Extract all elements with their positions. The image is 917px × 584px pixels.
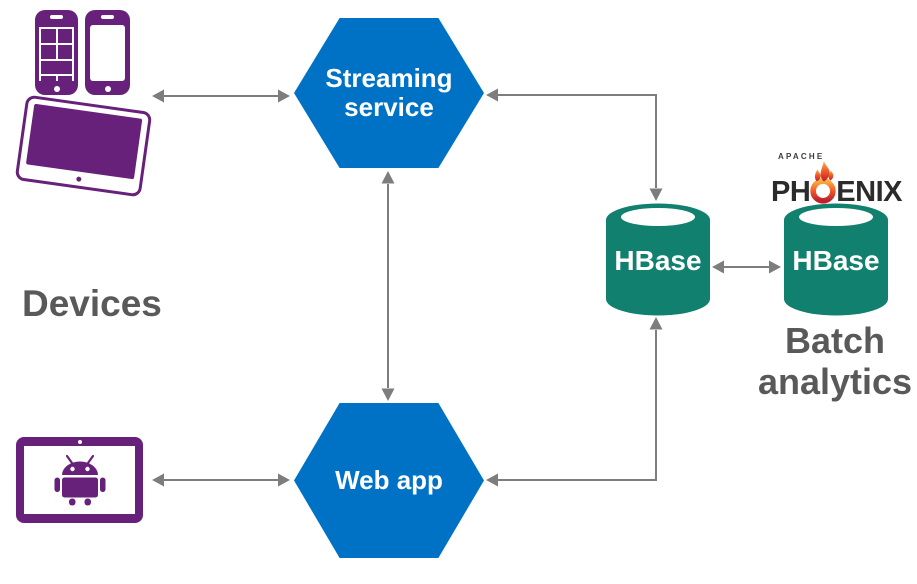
- batch-analytics-line1: Batch: [784, 320, 886, 361]
- database-cylinder-icon: [784, 203, 888, 316]
- web-app-node: Web app: [294, 403, 484, 558]
- phone-speaker: [50, 15, 63, 19]
- connector-devices-streaming: [152, 89, 290, 103]
- windows-phone-icon: [35, 10, 78, 95]
- hbase-batch-node: HBase: [784, 203, 888, 316]
- connector-streaming-hbase: [486, 88, 663, 201]
- app-tile: [41, 29, 56, 43]
- connector-androidtablet-webapp: [152, 473, 290, 487]
- android-tablet-icon: [16, 437, 143, 523]
- streaming-service-label-line2: service: [344, 92, 434, 122]
- smartphone-icon: [85, 10, 130, 95]
- hbase-streaming-node: HBase: [606, 203, 710, 316]
- connector-hbase-hbase: [712, 260, 781, 274]
- connector-webapp-hbase: [486, 317, 663, 487]
- hbase-label: HBase: [614, 245, 702, 276]
- batch-analytics-label: Batch analytics: [735, 320, 917, 403]
- apache-wordmark: APACHE: [778, 152, 825, 161]
- tablet-camera: [77, 439, 82, 444]
- app-tile: [41, 61, 72, 74]
- app-tile: [57, 45, 72, 59]
- app-tile: [57, 29, 72, 43]
- database-cylinder-icon: [606, 203, 710, 316]
- phoenix-wordmark-suffix: ENIX: [836, 176, 902, 208]
- phone-screen: [90, 25, 125, 81]
- app-tile: [41, 76, 56, 81]
- tablet-screen: [25, 103, 143, 180]
- apache-phoenix-logo: APACHE PH ENIX: [768, 145, 917, 208]
- phoenix-flame-icon: [810, 160, 836, 204]
- streaming-service-label-line1: Streaming: [325, 62, 453, 93]
- tablet-screen: [24, 446, 135, 514]
- app-tile: [41, 45, 56, 59]
- hbase-label: HBase: [792, 245, 880, 276]
- tablet-camera: [76, 176, 82, 182]
- phoenix-wordmark-prefix: PH: [771, 176, 811, 208]
- phone-home-button: [104, 85, 111, 92]
- app-tile: [57, 76, 72, 81]
- phone-speaker: [101, 15, 114, 19]
- devices-label: Devices: [22, 283, 162, 324]
- android-robot-icon: [54, 454, 105, 506]
- streaming-service-node: Streaming service: [294, 18, 484, 168]
- phone-home-button: [53, 85, 60, 92]
- tablet-icon: [14, 94, 153, 198]
- batch-analytics-line2: analytics: [757, 361, 913, 403]
- connector-streaming-webapp: [381, 171, 395, 401]
- web-app-label: Web app: [335, 464, 443, 495]
- phone-tile-screen: [39, 27, 74, 81]
